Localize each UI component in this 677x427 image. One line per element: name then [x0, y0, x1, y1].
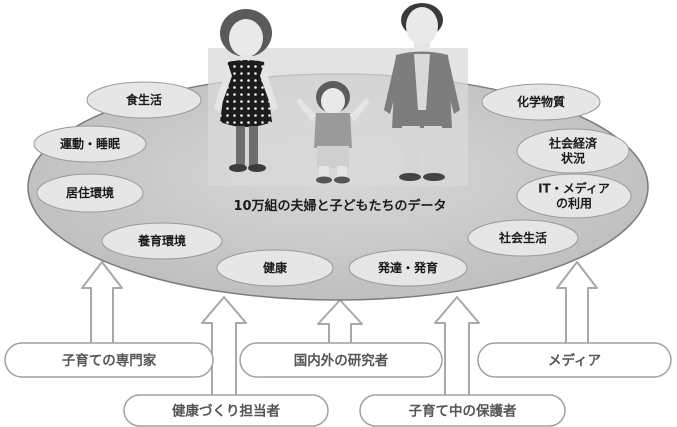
topic-bubble-development: 発達・発育: [348, 249, 468, 287]
topic-label: 状況: [561, 151, 585, 166]
stakeholder-media: メディア: [477, 342, 672, 378]
topic-bubble-shape: [467, 219, 579, 257]
topic-label: 養育環境: [137, 233, 186, 248]
child-figure: [296, 81, 370, 184]
topic-bubble-shape: [101, 222, 223, 260]
topic-label: 発達・発育: [377, 260, 438, 275]
topic-label: IT・メディア: [538, 181, 610, 196]
topic-bubbles: 食生活運動・睡眠居住環境養育環境健康発達・発育化学物質社会経済状況IT・メディア…: [33, 81, 632, 287]
stakeholder-label: 子育ての専門家: [62, 352, 157, 369]
topic-label: 居住環境: [66, 185, 114, 200]
stakeholder-box: [239, 342, 443, 378]
stakeholder-box: [477, 342, 672, 378]
stakeholder-label: 子育て中の保護者: [409, 403, 517, 420]
stakeholder-box: [359, 394, 566, 427]
father-figure: [384, 3, 460, 181]
topic-bubble-shape: [216, 249, 334, 287]
topic-bubble-shape: [348, 249, 468, 287]
topic-bubble-shape: [36, 173, 144, 213]
topic-bubble-shape: [481, 83, 601, 121]
topic-bubble-exercise-sleep: 運動・睡眠: [33, 125, 147, 163]
arrows: [81, 261, 598, 401]
topic-label: 食生活: [125, 92, 162, 107]
stakeholder-health-promoters: 健康づくり担当者: [123, 394, 329, 427]
stakeholder-researchers: 国内外の研究者: [239, 342, 443, 378]
topic-label: の利用: [556, 196, 592, 211]
topic-bubble-shape: [86, 81, 202, 119]
stakeholder-label: 健康づくり担当者: [172, 403, 280, 420]
topic-label: 健康: [263, 260, 288, 275]
topic-bubble-shape: [516, 173, 632, 219]
topic-bubble-shape: [516, 128, 630, 174]
topic-bubble-food: 食生活: [86, 81, 202, 119]
stakeholder-childcare-experts: 子育ての専門家: [4, 342, 214, 378]
topic-label: 社会経済: [548, 136, 598, 151]
topic-label: 社会生活: [498, 230, 547, 245]
topic-label: 運動・睡眠: [60, 136, 120, 151]
stakeholder-label: メディア: [548, 352, 601, 369]
arrow-media: [556, 261, 598, 349]
arrow-childcare-experts: [81, 261, 123, 349]
stakeholder-guardians: 子育て中の保護者: [359, 394, 566, 427]
mother-figure: [214, 9, 278, 172]
arrow-researchers: [317, 299, 363, 346]
stakeholder-label: 国内外の研究者: [294, 352, 389, 369]
stakeholder-box: [123, 394, 329, 427]
topic-bubble-chemicals: 化学物質: [481, 83, 601, 121]
topic-bubble-health: 健康: [216, 249, 334, 287]
topic-bubble-social-life: 社会生活: [467, 219, 579, 257]
topic-bubble-parenting-env: 養育環境: [101, 222, 223, 260]
topic-label: 化学物質: [517, 94, 565, 109]
arrow-guardians: [434, 296, 480, 401]
center-label: 10万組の夫婦と子どもたちのデータ: [233, 198, 446, 214]
topic-bubble-shape: [33, 125, 147, 163]
stakeholder-box: [4, 342, 214, 378]
topic-bubble-housing: 居住環境: [36, 173, 144, 213]
